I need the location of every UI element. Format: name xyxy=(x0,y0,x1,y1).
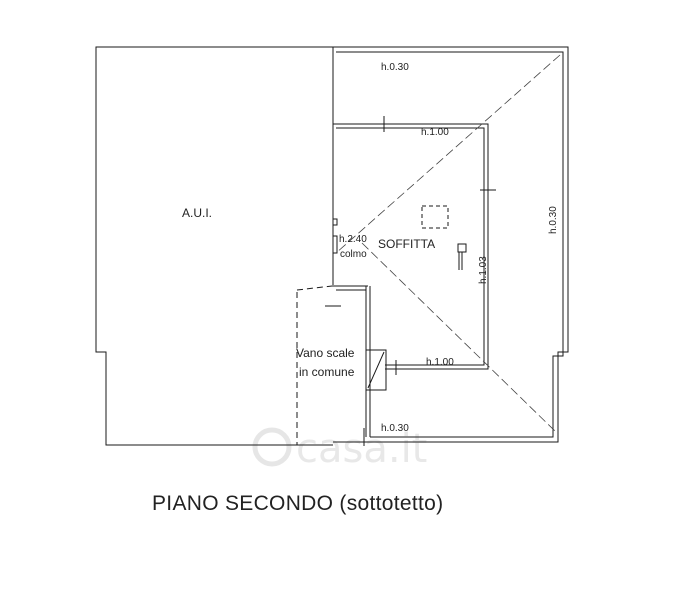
vent-icon xyxy=(457,243,467,270)
stairwell xyxy=(296,285,387,445)
ridge-label: colmo xyxy=(340,249,367,260)
colmo-notches xyxy=(332,218,338,254)
watermark-logo-icon xyxy=(252,427,292,467)
inner-height-line xyxy=(333,123,489,370)
aui-label: A.U.I. xyxy=(182,206,212,220)
height-label-ridge: h.2.40 xyxy=(339,234,367,245)
room-label-soffitta: SOFFITTA xyxy=(378,237,435,251)
skylight-icon xyxy=(421,205,449,229)
aui-outline xyxy=(95,46,333,446)
height-label-right: h.0.30 xyxy=(548,206,559,234)
stairwell-label-line1: Vano scale xyxy=(296,346,355,360)
attic-outer-wall xyxy=(333,46,569,443)
stair-window-icon xyxy=(365,349,387,391)
watermark-text: casa.it xyxy=(296,426,427,472)
stairwell-label-line2: in comune xyxy=(299,365,355,379)
height-label-bottom: h.0.30 xyxy=(381,423,409,434)
height-label-top: h.0.30 xyxy=(381,62,409,73)
wall-ticks xyxy=(325,116,496,446)
height-label-inner-right: h.1.03 xyxy=(478,256,489,284)
height-label-inner-top: h.1.00 xyxy=(421,127,449,138)
plan-caption: PIANO SECONDO (sottotetto) xyxy=(152,492,443,515)
roof-diagonals xyxy=(335,54,561,433)
watermark: casa.it xyxy=(252,426,427,472)
height-label-inner-bottom: h.1.00 xyxy=(426,357,454,368)
